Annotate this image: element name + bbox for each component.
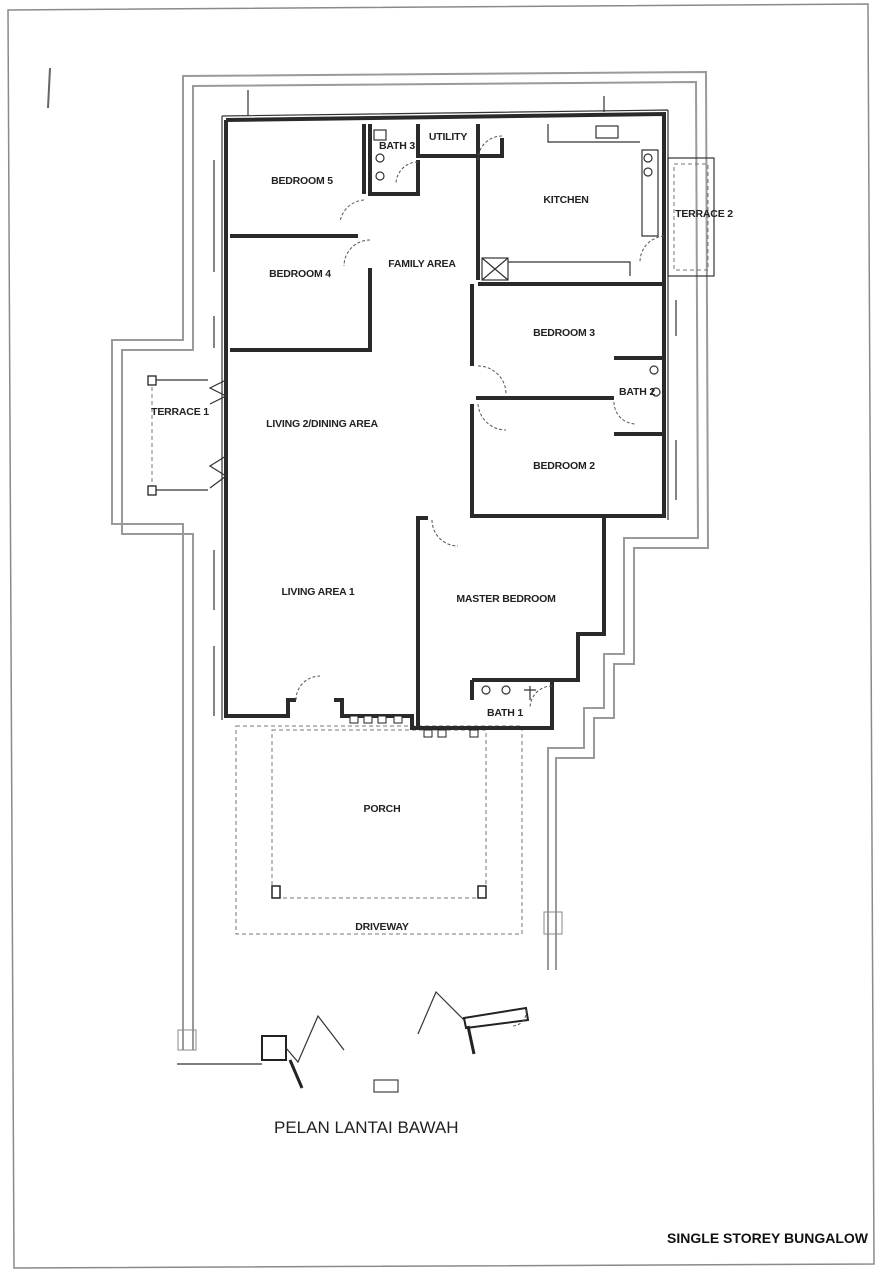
label-bedroom5: BEDROOM 5 <box>271 175 333 187</box>
label-bath2: BATH 2 <box>619 386 655 398</box>
sanitary-fixtures <box>373 125 661 700</box>
terrace-structures <box>147 157 715 496</box>
gate <box>261 990 530 1093</box>
label-bath1: BATH 1 <box>487 707 523 719</box>
label-living2-dining: LIVING 2/DINING AREA <box>266 418 378 430</box>
sheet-title: SINGLE STOREY BUNGALOW <box>667 1230 869 1246</box>
label-bedroom2: BEDROOM 2 <box>533 460 595 472</box>
site-boundary <box>111 70 710 1065</box>
interior-walls <box>230 124 664 728</box>
label-living1: LIVING AREA 1 <box>281 586 354 598</box>
sheet-border <box>7 3 875 1269</box>
plan-title: PELAN LANTAI BAWAH <box>274 1118 459 1137</box>
label-bath3: BATH 3 <box>379 140 415 152</box>
label-terrace1: TERRACE 1 <box>151 406 209 418</box>
label-bedroom3: BEDROOM 3 <box>533 327 595 339</box>
windows <box>213 90 677 738</box>
label-porch: PORCH <box>364 803 401 815</box>
porch-driveway-outline <box>235 725 523 935</box>
label-master-bedroom: MASTER BEDROOM <box>456 593 556 605</box>
door-swings <box>208 135 665 709</box>
label-kitchen: KITCHEN <box>543 194 588 206</box>
label-family-area: FAMILY AREA <box>388 258 456 270</box>
label-bedroom4: BEDROOM 4 <box>269 268 331 280</box>
label-utility: UTILITY <box>429 131 467 143</box>
label-terrace2: TERRACE 2 <box>675 208 733 220</box>
room-labels: BEDROOM 5 BATH 3 UTILITY KITCHEN TERRACE… <box>151 131 733 933</box>
label-driveway: DRIVEWAY <box>355 921 409 933</box>
